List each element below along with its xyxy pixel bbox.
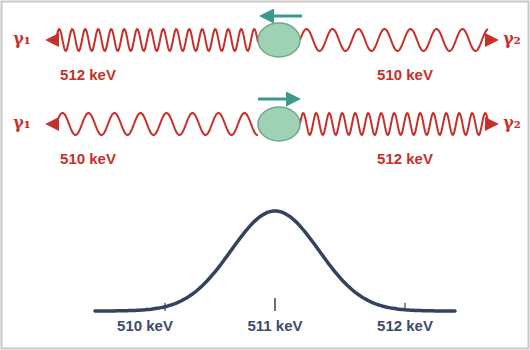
photon-wave (300, 113, 488, 135)
annihilation-particle (258, 23, 300, 57)
photon-arrowhead (487, 39, 496, 41)
axis-label: 511 keV (247, 318, 302, 333)
axis-label: 510 keV (117, 318, 173, 333)
photon-symbol: γ₁ (13, 31, 31, 47)
photon-symbol: γ₁ (13, 115, 31, 131)
tick (164, 303, 165, 311)
annihilation-particle (258, 107, 300, 141)
photon-wave (56, 29, 258, 51)
photon-symbol: γ₂ (503, 115, 521, 131)
energy-label: 510 keV (377, 67, 433, 82)
energy-label: 510 keV (60, 151, 116, 166)
photon-wave (56, 113, 258, 135)
photon-wave (300, 29, 488, 51)
energy-label: 512 keV (60, 67, 116, 82)
photon-arrowhead (487, 123, 496, 125)
photon-symbol: γ₂ (503, 31, 521, 47)
tick (274, 298, 276, 311)
energy-peak (95, 211, 455, 311)
motion-arrow (262, 15, 302, 18)
motion-arrow (258, 98, 298, 101)
axis-label: 512 keV (377, 318, 433, 333)
energy-label: 512 keV (377, 151, 433, 166)
photon-arrowhead (48, 123, 57, 125)
tick (404, 303, 405, 311)
photon-arrowhead (48, 39, 57, 41)
